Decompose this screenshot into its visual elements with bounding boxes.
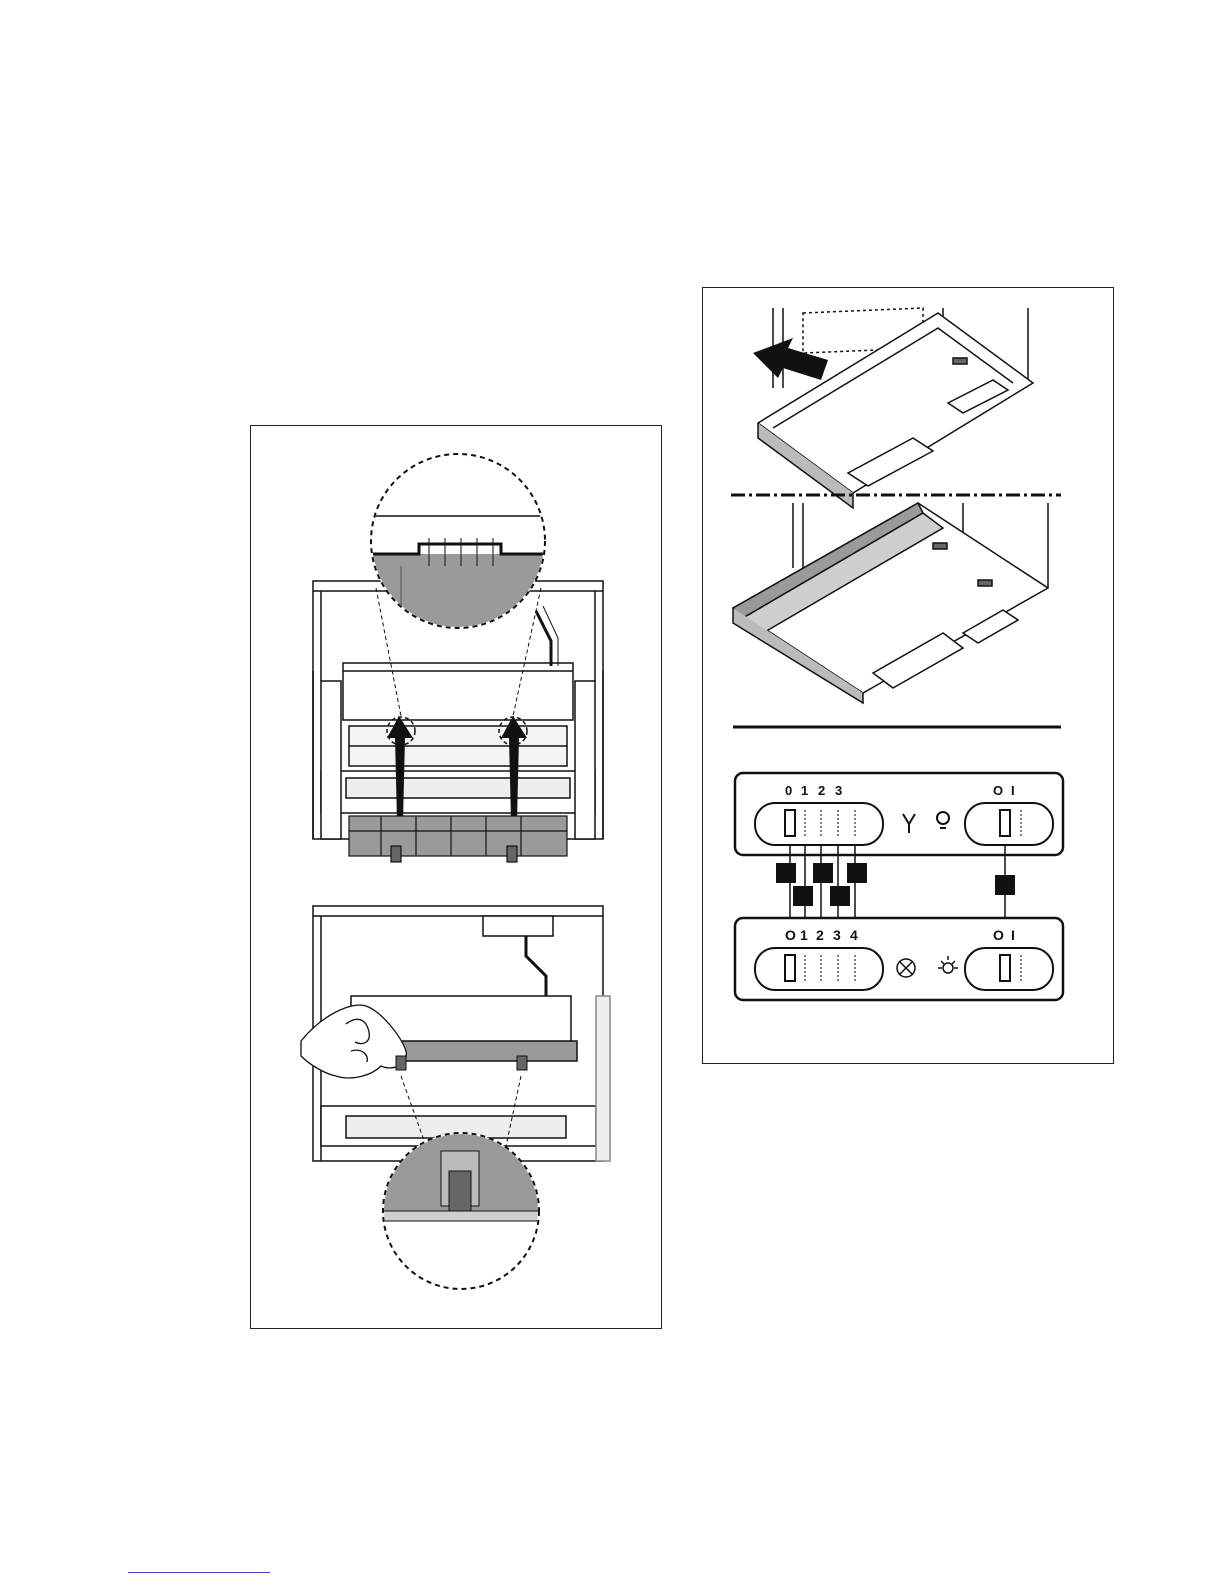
grease-filter <box>349 816 567 862</box>
left-illustration-frame <box>250 425 662 1329</box>
right-illustration-frame: 0 1 2 3 O I <box>702 287 1114 1064</box>
old-light-label-on: I <box>1011 783 1015 798</box>
new-light-label-on: I <box>1011 927 1015 943</box>
old-fan-label-0: 0 <box>785 783 792 798</box>
hood-perspective-closed <box>758 308 1033 508</box>
new-fan-label-4: 4 <box>850 927 858 943</box>
old-fan-label-2: 2 <box>818 783 825 798</box>
new-fan-label-2: 2 <box>816 927 824 943</box>
hood-controls-illustration: 0 1 2 3 O I <box>703 288 1115 1065</box>
old-fan-label-1: 1 <box>801 783 808 798</box>
hood-perspective-open <box>733 503 1048 703</box>
filter-install-illustration <box>251 426 663 1330</box>
new-light-label-off: O <box>993 927 1004 943</box>
step-marker <box>776 863 1015 906</box>
new-fan-label-0: O <box>785 927 796 943</box>
old-light-label-off: O <box>993 783 1003 798</box>
new-fan-label-1: 1 <box>800 927 808 943</box>
footer-link-underline[interactable] <box>128 1572 270 1573</box>
new-fan-label-3: 3 <box>833 927 841 943</box>
old-fan-label-3: 3 <box>835 783 842 798</box>
